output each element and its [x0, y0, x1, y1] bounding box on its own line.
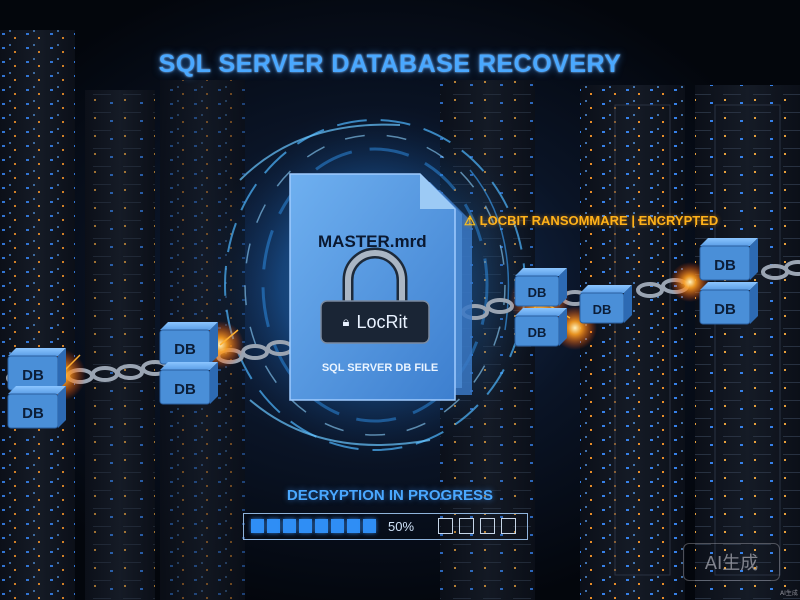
- progress-segment-empty: [501, 518, 516, 534]
- svg-text:DB: DB: [174, 341, 196, 358]
- db-cube: DB: [579, 285, 632, 324]
- progress-title: DECRYPTION IN PROGRESS: [286, 487, 494, 504]
- svg-text:DB: DB: [528, 325, 547, 340]
- db-cube: DB: [514, 308, 567, 347]
- progress-segment-filled: [315, 519, 328, 533]
- padlock-icon: [320, 247, 430, 344]
- db-cube: DB: [699, 282, 758, 325]
- progress-segment-filled: [347, 519, 360, 533]
- lock-label: 🔒︎ LocRit: [321, 301, 429, 343]
- db-cube: DB: [514, 268, 567, 307]
- warning-triangle-icon: ⚠: [464, 213, 476, 228]
- file-name: MASTER.mrd: [318, 232, 427, 251]
- progress-percent: 50%: [388, 519, 415, 534]
- progress-segment-empty: [459, 518, 474, 534]
- ai-generated-small-label: AI生成: [780, 590, 798, 597]
- page-title: SQL SERVER DATABASE RECOVERY: [158, 50, 622, 78]
- svg-text:DB: DB: [528, 285, 547, 300]
- svg-text:DB: DB: [22, 405, 44, 422]
- lock-mini-icon: 🔒︎: [342, 314, 350, 329]
- progress-segment-filled: [283, 519, 296, 533]
- svg-text:DB: DB: [593, 302, 612, 317]
- db-cube: DB: [7, 386, 66, 429]
- svg-text:DB: DB: [714, 257, 736, 274]
- ai-generated-badge: AI生成: [683, 543, 780, 581]
- lock-label-text: LocRit: [356, 311, 408, 332]
- db-cube: DB: [159, 322, 218, 365]
- ransomware-warning: ⚠LOCBIT RANSOMMARE | ENCRYPTED: [464, 213, 718, 229]
- svg-text:DB: DB: [174, 381, 196, 398]
- db-cube: DB: [7, 348, 66, 391]
- file-subtitle: SQL SERVER DB FILE: [321, 362, 439, 374]
- progress-segment-empty: [438, 518, 453, 534]
- progress-segment-filled: [331, 519, 344, 533]
- db-cube: DB: [699, 238, 758, 281]
- progress-segment-filled: [267, 519, 280, 533]
- progress-segment-empty: [480, 518, 495, 534]
- decryption-progress-bar: 50%: [243, 513, 528, 540]
- svg-text:DB: DB: [22, 367, 44, 384]
- warning-text: LOCBIT RANSOMMARE | ENCRYPTED: [479, 213, 719, 228]
- svg-text:DB: DB: [714, 301, 736, 318]
- db-cubes: DB DB DB DB DB: [7, 238, 758, 429]
- progress-segment-filled: [299, 519, 312, 533]
- progress-segment-filled: [363, 519, 376, 533]
- db-cube: DB: [159, 362, 218, 405]
- progress-segment-filled: [251, 519, 264, 533]
